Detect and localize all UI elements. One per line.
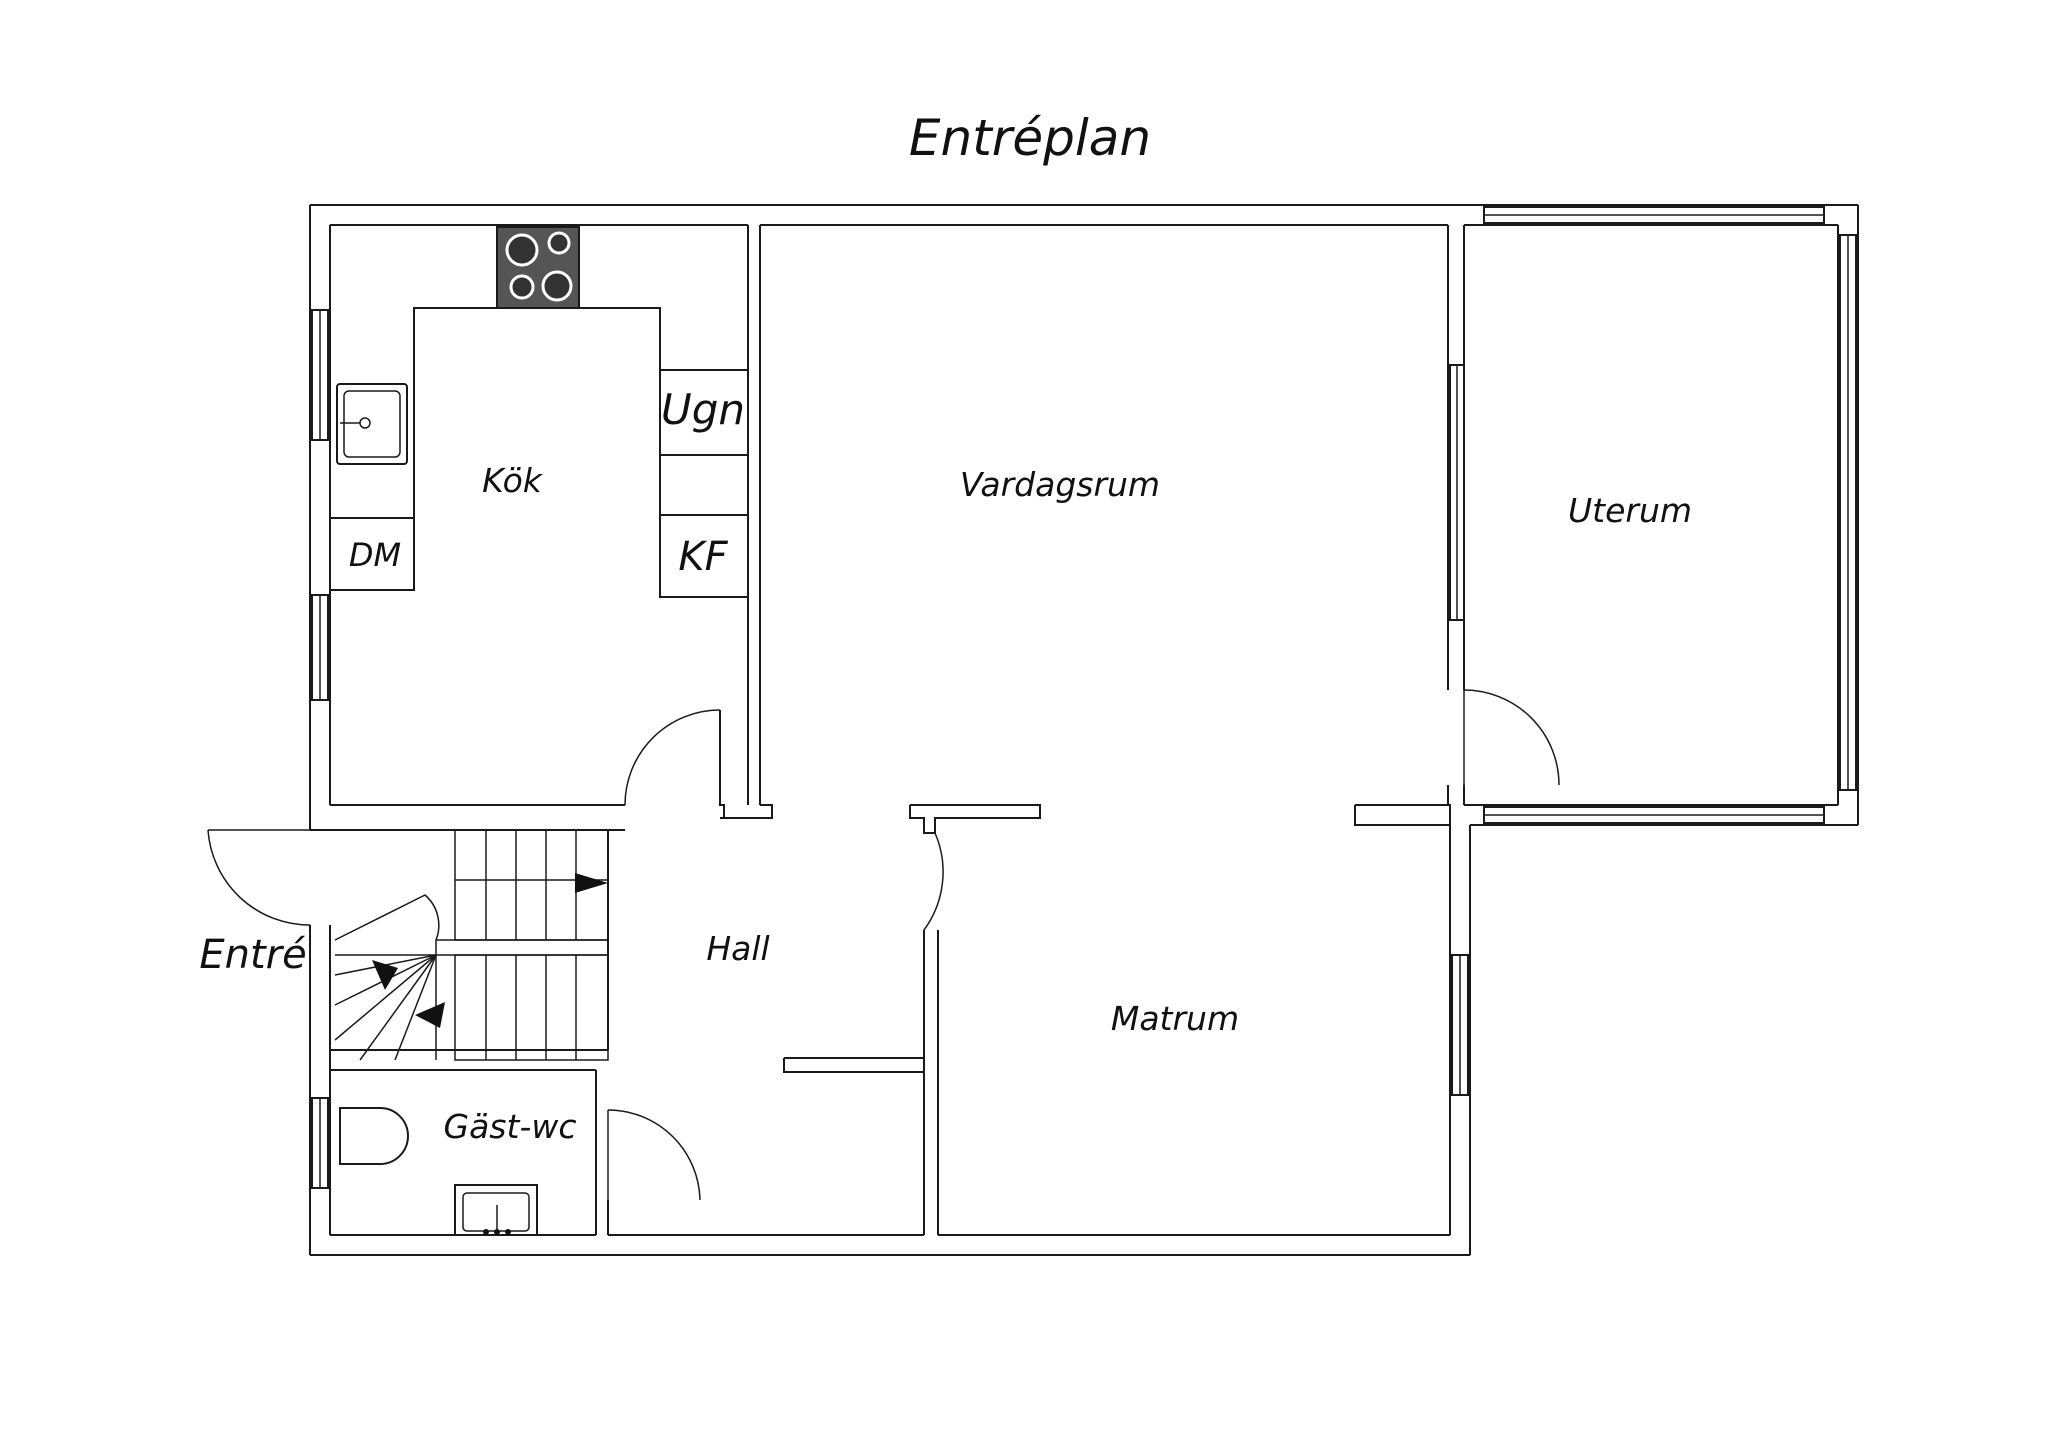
- room-label-entre: Entré: [199, 932, 306, 978]
- room-label-gast-wc: Gäst-wc: [444, 1107, 577, 1146]
- fixture-label-dm: DM: [349, 536, 401, 574]
- washbasin-icon: [454, 1184, 538, 1236]
- stair-arrow-icon: [372, 960, 398, 990]
- room-label-matrum: Matrum: [1111, 999, 1239, 1038]
- outer-walls: [309, 204, 1859, 1256]
- stair-arrow-icon: [575, 873, 608, 893]
- doors: [207, 689, 1560, 1201]
- room-label-vardagsrum: Vardagsrum: [960, 465, 1160, 504]
- toilet-icon: [339, 1107, 409, 1165]
- fixture-label-ugn: Ugn: [661, 385, 745, 434]
- plan-title: Entréplan: [909, 109, 1151, 167]
- fixture-label-kf: KF: [678, 534, 728, 580]
- room-label-hall: Hall: [706, 929, 769, 968]
- kitchen-sink-icon: [336, 383, 408, 465]
- staircase: [334, 829, 609, 1061]
- stair-arrow-icon: [415, 1002, 445, 1028]
- windows: [311, 206, 1857, 1189]
- interior-walls: [310, 225, 1465, 1235]
- stove-icon: [496, 226, 580, 309]
- room-label-uterum: Uterum: [1568, 491, 1692, 530]
- room-label-kok: Kök: [482, 461, 544, 500]
